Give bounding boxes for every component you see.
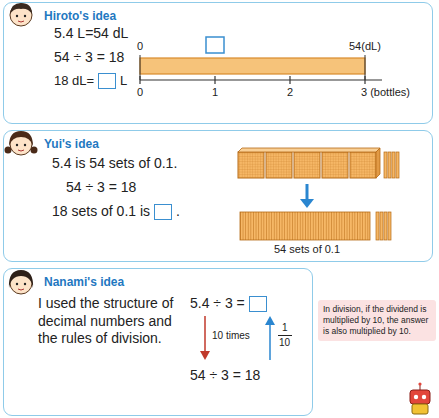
idea-panel: Yui's idea 5.4 is 54 sets of 0.1. 54 ÷ 3 =…: [3, 130, 433, 262]
equation: 54 ÷ 3 = 18: [54, 49, 124, 66]
hiroto-face: [10, 3, 32, 26]
equation: 18 dL=: [54, 73, 94, 89]
tape-bar: [140, 58, 365, 74]
statement: 18 sets of 0.1 is: [52, 203, 150, 220]
equation: L: [120, 73, 127, 89]
number-line: [140, 37, 382, 84]
note-text: In division, if the dividend is multipli…: [323, 304, 431, 337]
fraction-bar: [278, 335, 292, 336]
equation: 5.4 ÷ 3 =: [190, 295, 245, 312]
statement: .: [176, 203, 180, 220]
yui-face: [5, 131, 38, 155]
statement: 5.4 is 54 sets of 0.1.: [52, 155, 177, 172]
rule-note: In division, if the dividend is multipli…: [318, 300, 436, 341]
answer-box: [206, 37, 224, 53]
fraction-numerator: 1: [282, 322, 288, 334]
stick-blocks: [384, 152, 399, 178]
fraction-denominator: 10: [279, 337, 290, 349]
flat-blocks: [238, 148, 380, 178]
stick-row: [240, 212, 391, 240]
axis-number: 2: [287, 86, 293, 99]
axis-unit: 54(dL): [349, 40, 381, 53]
equation: 5.4 L=54 dL: [54, 25, 128, 42]
answer-box: [98, 73, 116, 89]
equation: 54 ÷ 3 = 18: [190, 367, 260, 384]
panel-heading: Hiroto's idea: [44, 9, 116, 23]
robot-icon: [410, 382, 430, 414]
equation: 54 ÷ 3 = 18: [66, 179, 136, 196]
axis-number: 0: [137, 40, 143, 53]
block-caption: 54 sets of 0.1: [274, 243, 340, 256]
nanami-face: [9, 270, 33, 294]
answer-box: [249, 296, 267, 312]
idea-panel: Nanami's idea I used the structure of dec…: [3, 268, 313, 416]
axis-unit: 3 (bottles): [361, 86, 410, 99]
idea-panel: Hiroto's idea 5.4 L=54 dL 54 ÷ 3 = 18 18 dL…: [3, 2, 433, 124]
axis-number: 0: [137, 86, 143, 99]
panel-heading: Yui's idea: [44, 137, 99, 151]
decimal-blocks: [238, 148, 399, 240]
explanation: I used the structure of decimal numbers …: [38, 295, 182, 348]
times-arrows: [200, 316, 292, 360]
times-label: 10 times: [212, 330, 250, 342]
answer-box: [154, 204, 172, 220]
panel-heading: Nanami's idea: [44, 275, 124, 289]
axis-number: 1: [212, 86, 218, 99]
down-arrow: [300, 184, 314, 208]
